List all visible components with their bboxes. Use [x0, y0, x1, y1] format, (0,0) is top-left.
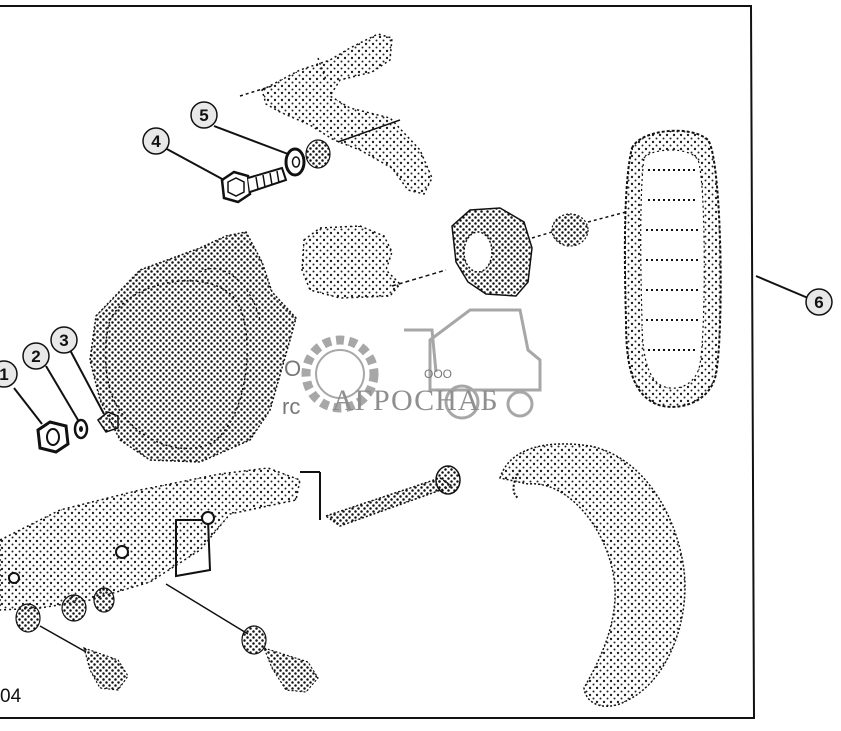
watermark-small-text: ООО	[424, 367, 452, 381]
watermark-fragment-2: rc	[282, 394, 300, 419]
clamp-bracket	[301, 225, 447, 299]
upper-bracket	[239, 33, 433, 195]
bolt-part-4	[220, 166, 288, 204]
watermark-brand-text: АГРОСНАБ	[332, 384, 499, 417]
track-guide	[499, 443, 686, 707]
pulley-half	[451, 207, 533, 297]
callout-6-label: 6	[814, 293, 823, 312]
callout-4-label: 4	[151, 132, 161, 151]
callout-1-label: 1	[0, 365, 9, 384]
nut-part-1	[36, 420, 70, 454]
combine-harvester-icon	[404, 308, 542, 420]
callout-3: 3	[50, 326, 78, 354]
axle-pin	[324, 465, 461, 527]
callout-5: 5	[190, 101, 218, 129]
watermark-fragment-1: O	[284, 356, 301, 381]
leader-lines	[13, 125, 809, 425]
callout-6: 6	[805, 288, 833, 316]
callout-2-label: 2	[31, 347, 40, 366]
callout-2: 2	[22, 342, 50, 370]
callout-5-label: 5	[199, 106, 208, 125]
figure-frame	[0, 5, 756, 719]
washer-part-5	[284, 147, 306, 177]
lower-bolt-left	[15, 587, 129, 691]
callout-3-label: 3	[59, 331, 68, 350]
track-part-6	[623, 129, 722, 408]
gear-icon	[301, 335, 379, 413]
stud-part-3	[96, 411, 119, 433]
lower-bolt-right	[165, 583, 319, 693]
gearbox-housing	[89, 231, 297, 463]
callout-4: 4	[142, 127, 170, 155]
washer-part-2	[73, 418, 89, 440]
lower-arm-frame	[0, 467, 321, 611]
spacer-ring	[531, 211, 627, 247]
watermark-logo: ООО АГРОСНАБ	[301, 308, 542, 420]
figure-code: 04	[0, 686, 22, 707]
callout-1: 1	[0, 360, 18, 388]
